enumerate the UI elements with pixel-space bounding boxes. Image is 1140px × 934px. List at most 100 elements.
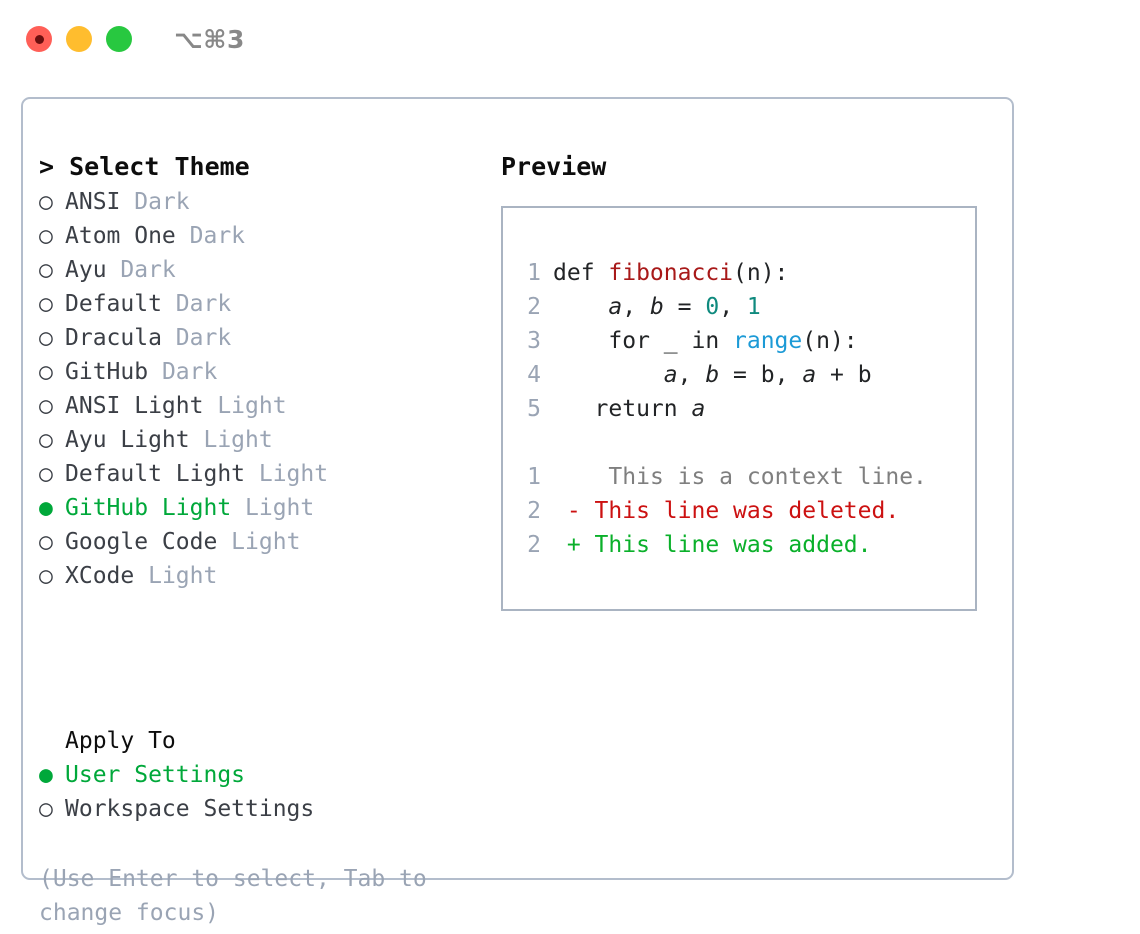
line-number: 2 xyxy=(527,294,541,320)
code-token: = xyxy=(663,294,706,320)
apply-to-option-label: User Settings xyxy=(65,762,246,788)
radio-unselected-icon: ○ xyxy=(39,223,53,249)
theme-option-name: Google Code xyxy=(65,529,218,555)
diff-line: 1 This is a context line. xyxy=(517,460,969,494)
radio-unselected-icon: ○ xyxy=(39,461,53,487)
theme-picker-header: > Select Theme xyxy=(39,152,250,181)
theme-option-ayu-light[interactable]: ○ Ayu Light Light xyxy=(39,423,479,457)
radio-unselected-icon: ○ xyxy=(39,257,53,283)
diff-sign: - xyxy=(553,498,581,524)
theme-option-variant: Light xyxy=(217,529,301,555)
code-token: + xyxy=(816,362,858,388)
minimize-button[interactable] xyxy=(66,26,92,52)
main-panel: > Select Theme ○ANSI Dark○Atom One Dark○… xyxy=(21,97,1014,926)
theme-option-github-light[interactable]: ●GitHub Light Light xyxy=(39,491,479,525)
diff-sign xyxy=(553,464,581,490)
code-token: 0 xyxy=(705,294,720,320)
theme-option-name: Dracula xyxy=(65,325,162,351)
theme-option-name: Default xyxy=(65,291,162,317)
radio-unselected-icon: ○ xyxy=(39,291,53,317)
code-token: = xyxy=(719,362,761,388)
line-number: 3 xyxy=(527,328,541,354)
theme-option-name: XCode xyxy=(65,563,135,589)
theme-option-variant: Light xyxy=(203,393,287,419)
apply-to-list[interactable]: ● User Settings ○Workspace Settings xyxy=(39,758,479,826)
theme-option-xcode[interactable]: ○XCode Light xyxy=(39,559,479,593)
theme-option-name: Default Light xyxy=(65,461,246,487)
line-number: 4 xyxy=(527,362,541,388)
diff-text: This is a context line. xyxy=(580,464,927,490)
theme-option-name: Ayu xyxy=(65,257,107,283)
theme-option-name: Ayu Light xyxy=(65,427,190,453)
theme-option-variant: Light xyxy=(231,495,315,521)
code-token: 1 xyxy=(746,294,761,320)
code-line: 2 a, b = 0, 1 xyxy=(517,290,969,324)
theme-option-google-code[interactable]: ○ Google Code Light xyxy=(39,525,479,559)
code-token: b xyxy=(857,362,872,388)
radio-selected-icon: ● xyxy=(39,495,53,521)
code-token: fibonacci xyxy=(608,260,734,286)
code-token xyxy=(553,362,664,388)
apply-to-option-user-settings[interactable]: ● User Settings xyxy=(39,758,479,792)
code-token: (n): xyxy=(802,328,858,354)
theme-option-default[interactable]: ○Default Dark xyxy=(39,287,479,321)
theme-option-variant: Light xyxy=(189,427,273,453)
code-line: 1 def fibonacci(n): xyxy=(517,256,969,290)
theme-option-variant: Light xyxy=(245,461,329,487)
code-blank-line xyxy=(517,426,969,460)
code-token: , xyxy=(774,362,803,388)
apply-to-title: Apply To xyxy=(65,728,176,754)
theme-option-name: GitHub xyxy=(65,359,149,385)
apply-to-option-workspace-settings[interactable]: ○Workspace Settings xyxy=(39,792,479,826)
radio-unselected-icon: ○ xyxy=(39,325,53,351)
line-number: 5 xyxy=(527,396,541,422)
maximize-button[interactable] xyxy=(106,26,132,52)
code-line: 3 for _ in range(n): xyxy=(517,324,969,358)
radio-unselected-icon: ○ xyxy=(39,189,53,215)
theme-list[interactable]: ○ANSI Dark○Atom One Dark○Ayu Dark○Defaul… xyxy=(39,185,479,593)
keyboard-hint: (Use Enter to select, Tab to change focu… xyxy=(39,866,427,926)
radio-unselected-icon: ○ xyxy=(39,529,53,555)
code-line: 4 a, b = b, a + b xyxy=(517,358,969,392)
theme-option-variant: Dark xyxy=(161,325,232,351)
titlebar: ⌥⌘3 xyxy=(0,0,1140,78)
theme-option-variant: Dark xyxy=(148,359,218,385)
theme-option-github[interactable]: ○GitHub Dark xyxy=(39,355,479,389)
keyboard-shortcut-label: ⌥⌘3 xyxy=(174,24,245,54)
code-token: a xyxy=(802,362,817,388)
theme-option-dracula[interactable]: ○ Dracula Dark xyxy=(39,321,479,355)
theme-option-variant: Dark xyxy=(120,189,190,215)
line-number: 1 xyxy=(527,260,541,286)
theme-option-default-light[interactable]: ○ Default Light Light xyxy=(39,457,479,491)
apply-to-section: Apply To ● User Settings ○Workspace Settin… xyxy=(39,724,479,826)
theme-option-ansi-light[interactable]: ○ ANSI Light Light xyxy=(39,389,479,423)
code-token: b xyxy=(705,362,720,388)
code-line: 5 return a xyxy=(517,392,969,426)
radio-unselected-icon: ○ xyxy=(39,796,53,822)
theme-option-ansi[interactable]: ○ ANSI Dark xyxy=(39,185,479,219)
code-token: b xyxy=(760,362,775,388)
code-token: range xyxy=(733,328,803,354)
radio-unselected-icon: ○ xyxy=(39,563,53,589)
code-token: def xyxy=(553,260,609,286)
code-token: a xyxy=(663,362,678,388)
theme-option-name: ANSI xyxy=(65,189,121,215)
diff-line: 2 - This line was deleted. xyxy=(517,494,969,528)
close-button[interactable] xyxy=(26,26,52,52)
code-token: b xyxy=(649,294,664,320)
code-token: , xyxy=(719,294,747,320)
code-token: (n): xyxy=(733,260,789,286)
radio-selected-icon: ● xyxy=(39,762,53,788)
radio-unselected-icon: ○ xyxy=(39,393,53,419)
code-token: for _ in xyxy=(553,328,734,354)
theme-option-name: ANSI Light xyxy=(65,393,204,419)
line-number: 2 xyxy=(527,532,541,558)
theme-option-atom-one[interactable]: ○Atom One Dark xyxy=(39,219,479,253)
line-number: 2 xyxy=(527,498,541,524)
theme-option-ayu[interactable]: ○Ayu Dark xyxy=(39,253,479,287)
radio-unselected-icon: ○ xyxy=(39,427,53,453)
